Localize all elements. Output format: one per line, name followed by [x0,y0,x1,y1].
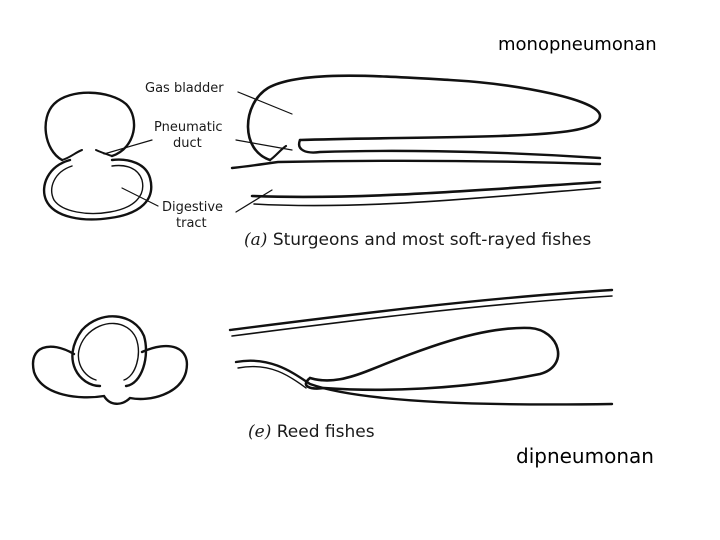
label-gas-bladder: Gas bladder [145,81,224,96]
duct-connection [268,144,288,162]
leader-duct-right [235,139,293,151]
ventral-wall-e [234,359,614,406]
caption-e-text: Reed fishes [276,422,375,442]
cross-section-a-digestive-tract-outer [42,158,153,221]
dorsal-wall [230,159,602,170]
caption-a-text: Sturgeons and most soft-rayed fishes [272,230,592,250]
caption-e: (e) Reed fishes [248,422,375,442]
longitudinal-section-e [228,288,614,406]
leader-lines-a [103,91,293,213]
leader-digestive-right [235,189,273,213]
cross-section-e [31,315,189,405]
cross-section-e-outer [31,315,189,405]
cross-section-a-digestive-tract-inner [51,164,144,215]
cross-section-a-duct [61,149,113,161]
ventral-wall-outer [250,180,602,199]
gas-bladder-outline [246,74,602,162]
cross-section-a-gas-bladder [44,91,136,162]
title-dipneumonan: dipneumonan [516,444,654,468]
longitudinal-section-a [230,74,602,207]
pneumatic-duct-loop [297,138,602,160]
caption-a-letter: (a) [244,230,268,250]
leader-gas-bladder [237,91,293,115]
title-monopneumonan: monopneumonan [498,34,657,55]
ventral-wall-e-inner [237,366,307,389]
caption-a: (a) Sturgeons and most soft-rayed fishes [244,230,591,250]
cross-section-a [42,91,153,221]
label-pneumatic: Pneumatic [154,120,223,135]
label-digestive: Digestive [162,200,224,215]
leader-duct-left [103,139,153,155]
dorsal-wall-e-inner [231,295,613,337]
cross-section-e-inner [77,322,140,381]
dorsal-wall-e-outer [228,288,614,332]
leader-digestive-left [121,187,159,207]
label-tract: tract [176,216,207,231]
gas-bladder-e [304,326,560,392]
caption-e-letter: (e) [248,422,272,442]
ventral-wall-inner [253,187,601,207]
label-duct: duct [173,136,202,151]
